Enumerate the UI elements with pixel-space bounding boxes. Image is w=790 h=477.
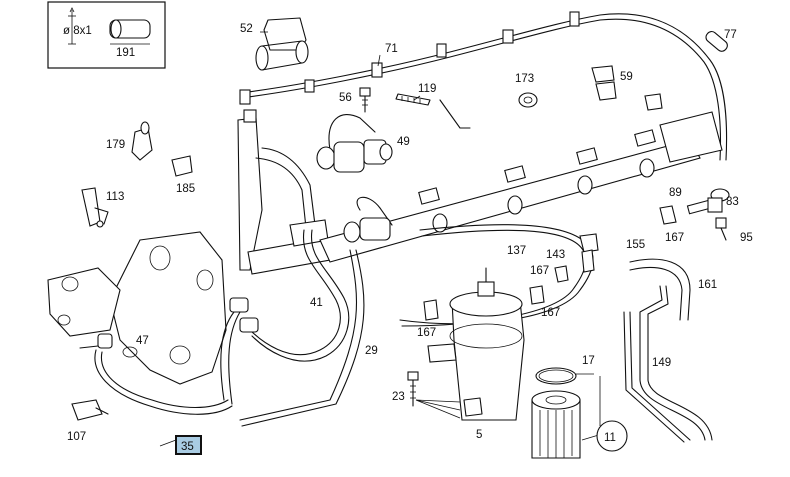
label-143: 143 bbox=[546, 249, 565, 261]
bracket-179 bbox=[131, 121, 153, 161]
label-5: 5 bbox=[476, 429, 482, 441]
label-11: 11 bbox=[604, 432, 616, 444]
label-119: 119 bbox=[418, 83, 436, 95]
label-77: 77 bbox=[724, 29, 737, 41]
label-155: 155 bbox=[626, 239, 645, 251]
label-185: 185 bbox=[176, 183, 195, 195]
hose-77 bbox=[705, 30, 728, 52]
bracket-52 bbox=[255, 17, 309, 71]
pump-connectors bbox=[97, 297, 259, 405]
valve-49 bbox=[316, 114, 393, 173]
legend-diameter-label: ø 8x1 bbox=[63, 25, 92, 37]
label-149: 149 bbox=[652, 357, 671, 369]
legend-box: ø 8x1 191 bbox=[47, 1, 166, 69]
leader-lines bbox=[159, 31, 603, 447]
clips-59 bbox=[591, 65, 663, 111]
fuel-rail bbox=[319, 111, 723, 263]
label-47: 47 bbox=[136, 335, 149, 347]
label-89: 89 bbox=[669, 187, 682, 199]
label-52: 52 bbox=[240, 23, 253, 35]
bolt-56 bbox=[359, 87, 371, 113]
return-line-71 bbox=[239, 11, 728, 161]
high-pressure-pump bbox=[47, 231, 227, 385]
label-83: 83 bbox=[726, 196, 739, 208]
label-35: 35 bbox=[181, 441, 194, 453]
label-161: 161 bbox=[698, 279, 717, 291]
fuel-line-35 bbox=[79, 345, 233, 415]
label-137: 137 bbox=[507, 245, 526, 257]
callout-11: 11 bbox=[596, 420, 628, 452]
clip-185 bbox=[171, 155, 193, 177]
label-29: 29 bbox=[365, 345, 378, 357]
label-167-b: 167 bbox=[530, 265, 549, 277]
label-56: 56 bbox=[339, 92, 352, 104]
fittings-137-143 bbox=[423, 233, 599, 321]
label-167-a: 167 bbox=[665, 232, 684, 244]
legend-part-number: 191 bbox=[116, 47, 135, 59]
strap-119 bbox=[395, 93, 471, 129]
rail-sensor bbox=[343, 196, 393, 243]
clamp-173 bbox=[518, 92, 538, 108]
hoses-155-161-149 bbox=[623, 258, 713, 443]
filter-insert-11 bbox=[531, 367, 581, 459]
part-labels: 52 71 77 119 173 59 56 49 179 185 113 89… bbox=[67, 23, 753, 443]
label-71: 71 bbox=[385, 43, 398, 55]
label-49: 49 bbox=[397, 136, 410, 148]
bolt-23 bbox=[407, 371, 419, 407]
label-107: 107 bbox=[67, 431, 86, 443]
clip-107 bbox=[71, 399, 109, 421]
filter-housing-5 bbox=[427, 267, 525, 421]
bracket-113 bbox=[81, 187, 109, 228]
label-173: 173 bbox=[515, 73, 534, 85]
fittings-right bbox=[659, 188, 730, 241]
label-95: 95 bbox=[740, 232, 753, 244]
label-17: 17 bbox=[582, 355, 595, 367]
label-113: 113 bbox=[106, 191, 124, 203]
label-179: 179 bbox=[106, 139, 125, 151]
callout-35-highlight[interactable]: 35 bbox=[175, 435, 202, 455]
label-59: 59 bbox=[620, 71, 633, 83]
injector-rail-left bbox=[237, 109, 331, 275]
label-41: 41 bbox=[310, 297, 323, 309]
label-23: 23 bbox=[392, 391, 405, 403]
label-167-c: 167 bbox=[541, 307, 560, 319]
label-167-d: 167 bbox=[417, 327, 436, 339]
